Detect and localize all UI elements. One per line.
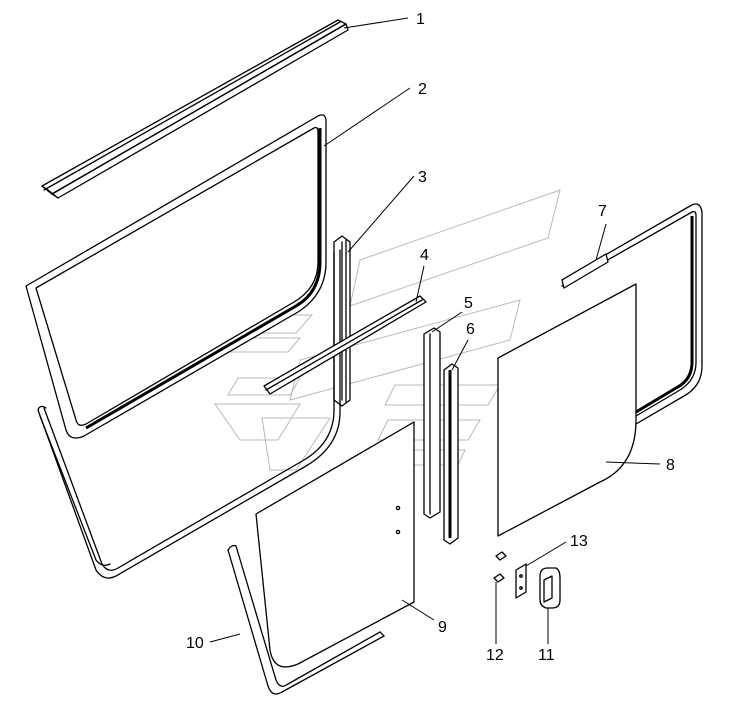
part-8-glass-pane [497, 283, 637, 537]
part-3-vertical-seal [333, 235, 351, 407]
part-12-screws [493, 551, 507, 583]
callout-12: 12 [486, 647, 504, 664]
part-4-diagonal-strip [263, 295, 427, 395]
part-5-vertical-channel [423, 327, 441, 519]
part-6-vertical-seal-strip [443, 363, 459, 545]
callout-1: 1 [416, 11, 425, 28]
part-9-door-panel [255, 421, 415, 668]
callout-8: 8 [666, 457, 675, 474]
callout-5: 5 [464, 295, 473, 312]
part-2-window-frame [25, 114, 327, 439]
part-11-latch-handle [539, 567, 561, 609]
part-13-latch-plate [515, 563, 527, 599]
callout-3: 3 [418, 169, 427, 186]
callout-13: 13 [570, 533, 588, 550]
callout-4: 4 [420, 247, 429, 264]
callout-9: 9 [438, 619, 447, 636]
callout-labels: 1 2 3 4 5 6 7 8 9 10 11 12 13 [186, 11, 675, 664]
outer-seal-frame [37, 249, 341, 579]
callout-6: 6 [466, 321, 475, 338]
leader-lines [209, 17, 661, 644]
callout-2: 2 [418, 81, 427, 98]
part-1-top-seal-strip [41, 19, 349, 199]
callout-11: 11 [538, 647, 555, 664]
callout-10: 10 [186, 635, 204, 652]
part-10-lower-seal [227, 544, 385, 695]
callout-7: 7 [598, 203, 607, 220]
